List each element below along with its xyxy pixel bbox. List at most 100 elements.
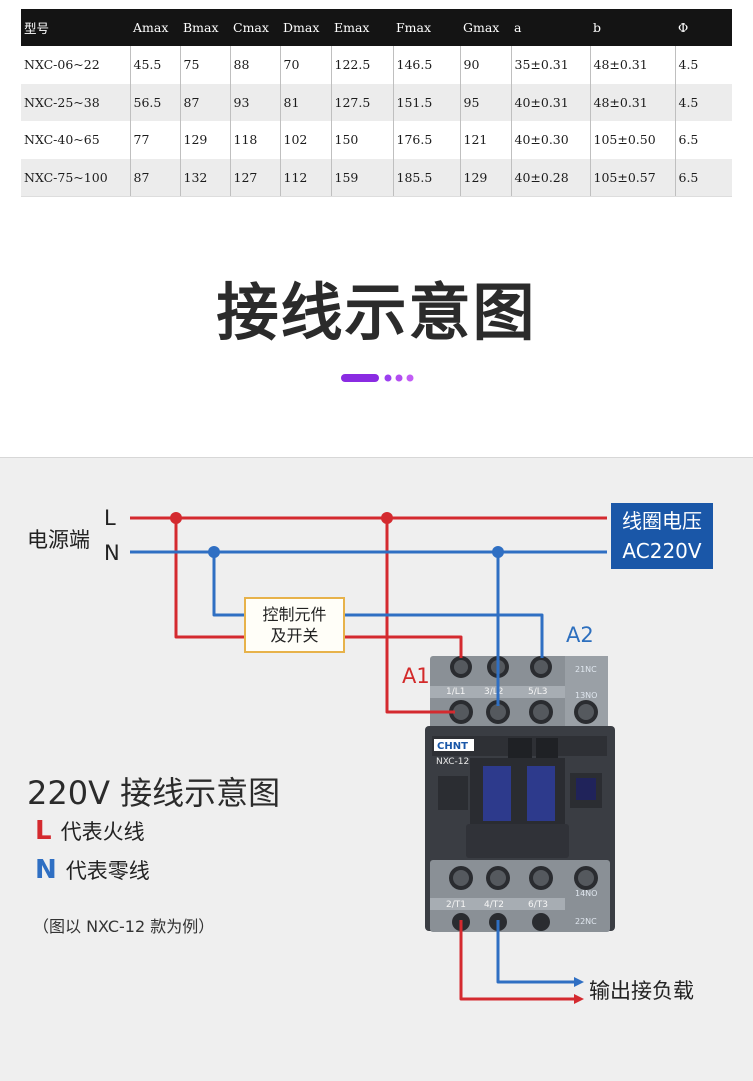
table-cell: 105±0.57 bbox=[589, 158, 675, 197]
column-header: Emax bbox=[331, 9, 393, 46]
table-cell: 151.5 bbox=[392, 83, 460, 121]
terminal-A1-label: A1 bbox=[402, 664, 430, 688]
terminal-label: 2/T1 bbox=[446, 900, 466, 910]
neutral-wire-to-switch bbox=[212, 552, 244, 617]
table-cell: 88 bbox=[229, 46, 280, 84]
table-cell: 77 bbox=[129, 121, 180, 159]
coil-voltage-box: 线圈电压 AC220V bbox=[611, 503, 713, 569]
table-cell: 93 bbox=[229, 83, 280, 121]
line-N-label: N bbox=[104, 541, 120, 565]
aux-terminal-label: 13NO bbox=[575, 691, 597, 700]
table-cell: 90 bbox=[459, 46, 511, 84]
column-header: Φ bbox=[675, 9, 732, 46]
table-cell: 159 bbox=[330, 158, 393, 197]
junction-dot bbox=[208, 546, 220, 558]
junction-dot bbox=[170, 512, 182, 524]
table-cell: NXC-06~22 bbox=[21, 46, 130, 84]
wiring-diagram: 1/L1 3/L2 5/L3 21NC 13NO CHNT NXC-12 2 bbox=[0, 457, 753, 1081]
terminal-A2-label: A2 bbox=[566, 623, 594, 647]
output-load-label: 输出接负载 bbox=[589, 979, 694, 1003]
table-cell: 40±0.30 bbox=[510, 121, 590, 159]
table-cell: 48±0.31 bbox=[589, 83, 675, 121]
table-cell: 35±0.31 bbox=[510, 46, 590, 84]
screw-terminal-top bbox=[449, 656, 598, 724]
arrow-icon bbox=[574, 977, 584, 987]
aux-terminal-label: 22NC bbox=[575, 917, 597, 926]
wiring-lines bbox=[130, 512, 607, 1004]
legend-neutral-key: N bbox=[35, 855, 57, 885]
table-cell: 4.5 bbox=[674, 83, 732, 121]
table-cell: 112 bbox=[279, 158, 331, 197]
legend-live-text: 代表火线 bbox=[60, 820, 145, 844]
legend-note: （图以 NXC-12 款为例） bbox=[33, 917, 215, 936]
live-wire-to-terminal bbox=[385, 518, 455, 714]
live-wire-to-switch bbox=[174, 518, 244, 639]
table-cell: 102 bbox=[279, 121, 331, 159]
terminal-label: 4/T2 bbox=[484, 900, 504, 910]
switch-label-line1: 控制元件 bbox=[262, 605, 327, 624]
live-wire-output bbox=[459, 920, 578, 1001]
table-cell: 185.5 bbox=[392, 158, 460, 197]
aux-terminal-label: 14NO bbox=[575, 889, 597, 898]
table-cell: 176.5 bbox=[392, 121, 460, 159]
table-cell: 127 bbox=[229, 158, 280, 197]
aux-terminal-label: 21NC bbox=[575, 665, 597, 674]
table-cell: 48±0.31 bbox=[589, 46, 675, 84]
terminal-label: 5/L3 bbox=[528, 687, 548, 697]
column-header: a bbox=[511, 9, 590, 46]
neutral-wire-output bbox=[496, 920, 578, 984]
column-header: Bmax bbox=[180, 9, 230, 46]
column-header: Amax bbox=[130, 9, 180, 46]
table-cell: 40±0.31 bbox=[510, 83, 590, 121]
table-cell: 150 bbox=[330, 121, 393, 159]
column-header: b bbox=[590, 9, 675, 46]
switch-label-line2: 及开关 bbox=[270, 626, 319, 645]
table-cell: 87 bbox=[129, 158, 180, 197]
device-model: NXC-12 bbox=[436, 757, 469, 767]
table-cell: 75 bbox=[179, 46, 230, 84]
table-cell: 127.5 bbox=[330, 83, 393, 121]
terminal-label: 6/T3 bbox=[528, 900, 548, 910]
table-cell: 146.5 bbox=[392, 46, 460, 84]
table-cell: 4.5 bbox=[674, 46, 732, 84]
table-cell: NXC-25~38 bbox=[21, 83, 130, 121]
column-header: Gmax bbox=[460, 9, 511, 46]
table-cell: 118 bbox=[229, 121, 280, 159]
column-header: Fmax bbox=[393, 9, 460, 46]
table-cell: 105±0.50 bbox=[589, 121, 675, 159]
table-cell: 87 bbox=[179, 83, 230, 121]
table-cell: 56.5 bbox=[129, 83, 180, 121]
legend-live-key: L bbox=[35, 816, 52, 846]
table-cell: 129 bbox=[459, 158, 511, 197]
terminal-label: 3/L2 bbox=[484, 687, 504, 697]
junction-dot bbox=[492, 546, 504, 558]
table-cell: 129 bbox=[179, 121, 230, 159]
neutral-wire-to-A2 bbox=[345, 613, 544, 658]
control-switch-box: 控制元件 及开关 bbox=[244, 597, 345, 653]
line-L-label: L bbox=[104, 506, 116, 530]
table-cell: 122.5 bbox=[330, 46, 393, 84]
legend-title: 220V 接线示意图 bbox=[27, 774, 281, 812]
brand-logo: CHNT bbox=[437, 741, 468, 752]
table-cell: 95 bbox=[459, 83, 511, 121]
table-cell: 70 bbox=[279, 46, 331, 84]
column-header: 型号 bbox=[21, 9, 130, 46]
arrow-icon bbox=[574, 994, 584, 1004]
table-cell: 6.5 bbox=[674, 121, 732, 159]
column-header: Cmax bbox=[230, 9, 280, 46]
junction-dot bbox=[381, 512, 393, 524]
table-cell: 132 bbox=[179, 158, 230, 197]
live-wire-to-A1 bbox=[345, 635, 463, 658]
column-header: Dmax bbox=[280, 9, 331, 46]
contactor-device: 1/L1 3/L2 5/L3 21NC 13NO CHNT NXC-12 2 bbox=[425, 656, 615, 932]
coil-voltage-title: 线圈电压 bbox=[622, 509, 702, 533]
coil-voltage-value: AC220V bbox=[622, 539, 702, 563]
power-source-label: 电源端 bbox=[27, 528, 90, 552]
section-title: 接线示意图 bbox=[216, 276, 537, 349]
